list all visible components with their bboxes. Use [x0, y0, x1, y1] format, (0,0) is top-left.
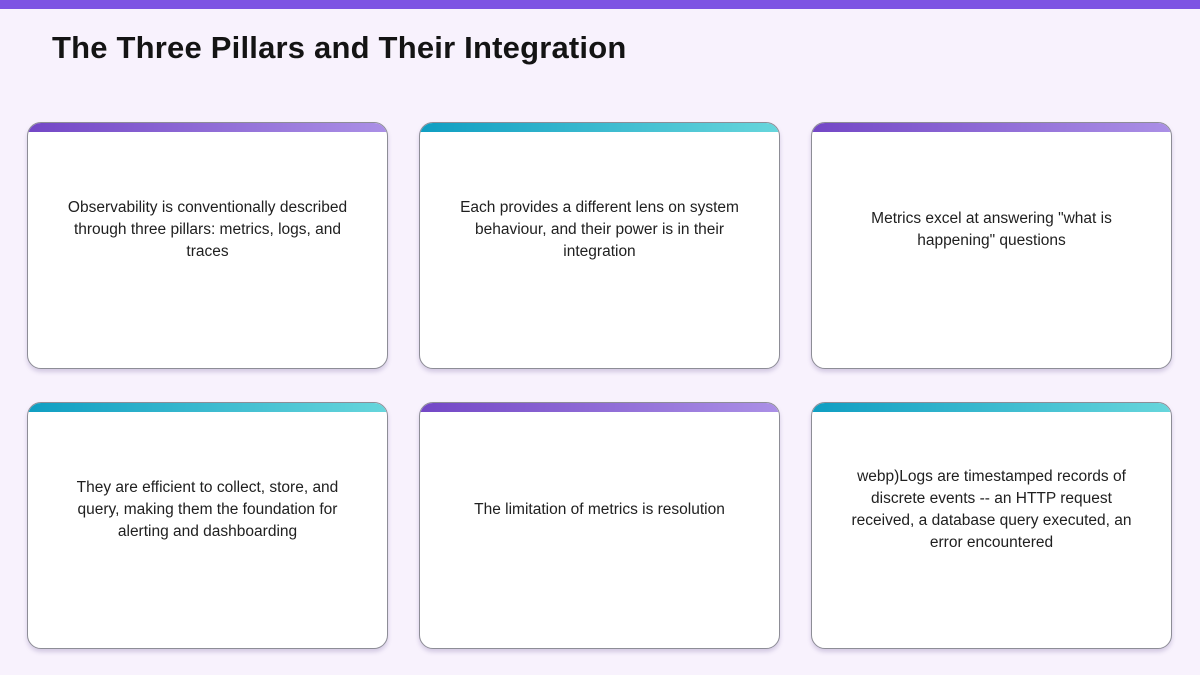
page-top-strip — [0, 0, 1200, 9]
card-text: The limitation of metrics is resolution — [474, 501, 725, 518]
card-metrics-limitation: The limitation of metrics is resolution — [419, 402, 780, 649]
card-pillars-overview: Observability is conventionally describe… — [27, 122, 388, 369]
card-accent-bar — [812, 123, 1171, 132]
card-text: They are efficient to collect, store, an… — [76, 479, 339, 540]
card-accent-bar — [28, 123, 387, 132]
card-accent-bar — [420, 123, 779, 132]
card-logs-records: webp)Logs are timestamped records of dis… — [811, 402, 1172, 649]
card-accent-bar — [812, 403, 1171, 412]
card-text: Observability is conventionally describe… — [67, 199, 348, 260]
card-text: Each provides a different lens on system… — [460, 199, 739, 260]
card-accent-bar — [28, 403, 387, 412]
card-metrics-excel: Metrics excel at answering "what is happ… — [811, 122, 1172, 369]
card-efficient-collect: They are efficient to collect, store, an… — [27, 402, 388, 649]
page-title: The Three Pillars and Their Integration — [52, 30, 627, 65]
card-text: Metrics excel at answering "what is happ… — [871, 210, 1112, 249]
card-different-lens: Each provides a different lens on system… — [419, 122, 780, 369]
card-accent-bar — [420, 403, 779, 412]
card-text: webp)Logs are timestamped records of dis… — [851, 468, 1132, 551]
card-grid: Observability is conventionally describe… — [27, 122, 1172, 649]
